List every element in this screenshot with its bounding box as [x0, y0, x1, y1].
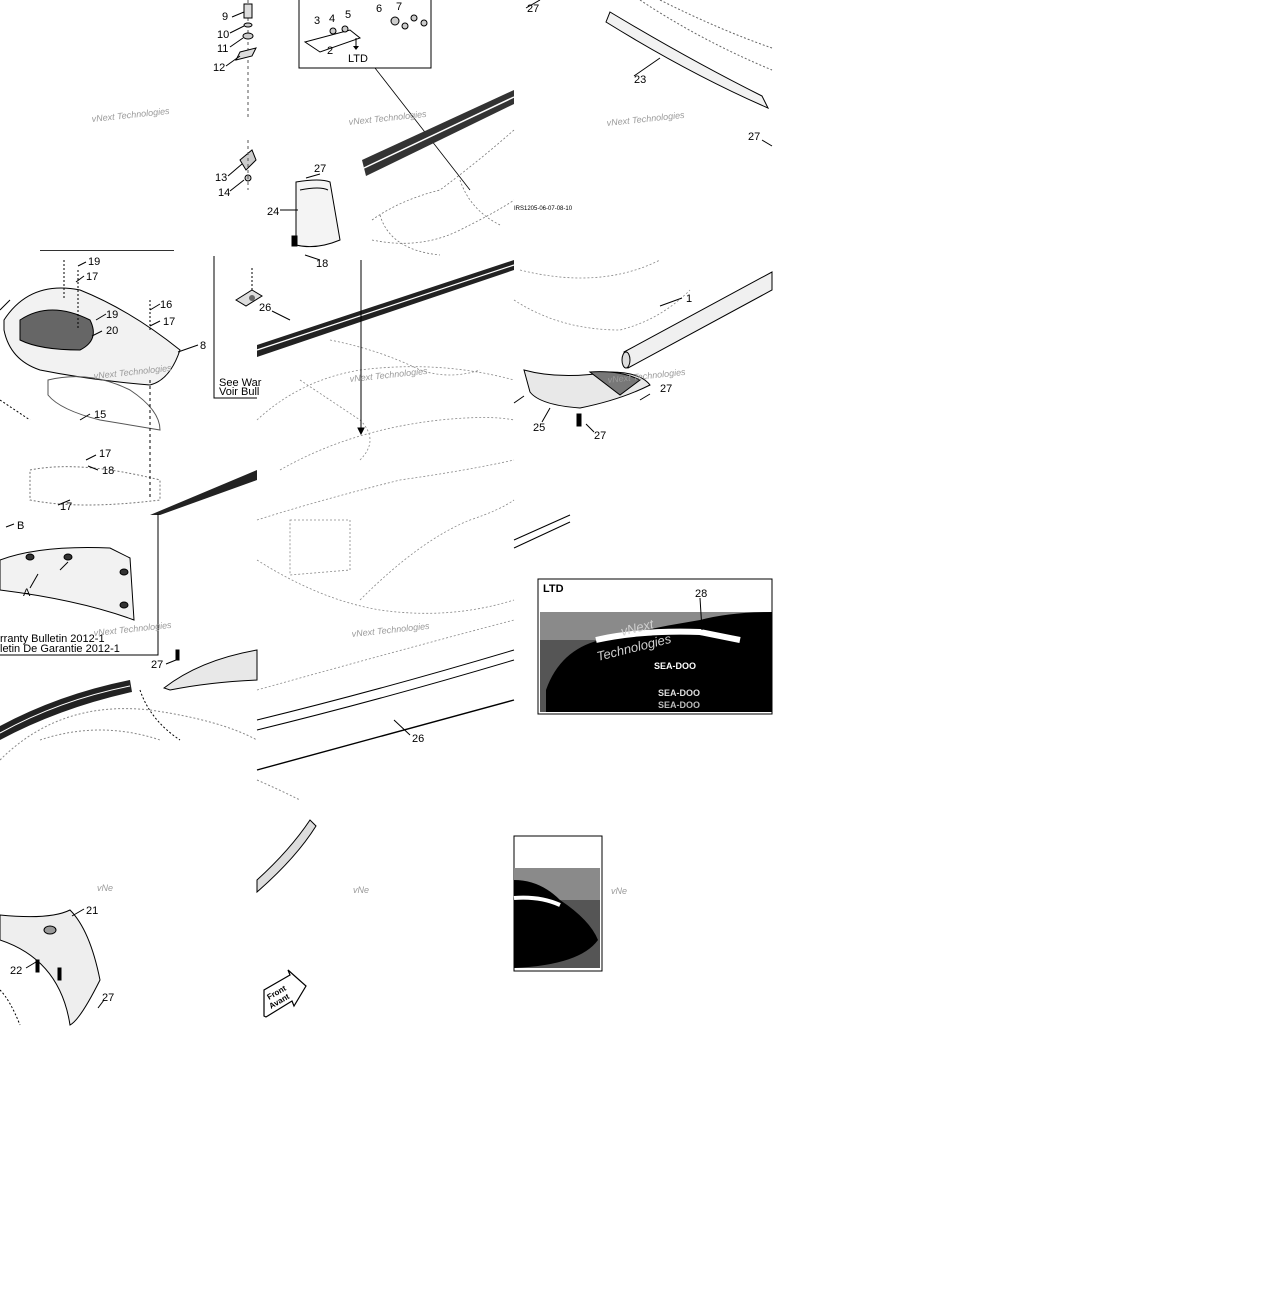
lower-left-rail: [0, 680, 258, 761]
callout-27-b: 27: [314, 163, 326, 175]
callout-28: 28: [695, 588, 707, 600]
callout-21: 21: [86, 905, 98, 917]
brand-text-3: SEA-DOO: [658, 700, 700, 710]
callout-2: 2: [327, 45, 333, 57]
callout-15: 15: [94, 409, 106, 421]
callout-27-top: 27: [527, 3, 539, 15]
part-a-detail-box: [0, 514, 159, 656]
callout-5: 5: [345, 9, 351, 21]
part-27-deflector: [162, 649, 258, 691]
callout-7: 7: [396, 1, 402, 13]
hull-solid-edges: [256, 260, 571, 771]
part-24: [280, 173, 341, 261]
watermark-3: vNext Technologies: [606, 110, 685, 128]
part-25: [513, 369, 651, 433]
callout-26-b: 26: [412, 733, 424, 745]
brand-text-2: SEA-DOO: [658, 688, 700, 698]
callout-17-b: 17: [163, 316, 175, 328]
callout-11: 11: [217, 43, 228, 55]
callout-9: 9: [222, 11, 228, 23]
front-arrow-icon: Front Avant: [263, 969, 307, 1018]
callout-13: 13: [215, 172, 227, 184]
callout-18-b: 18: [102, 465, 114, 477]
callout-20: 20: [106, 325, 118, 337]
watermark-11: vNe: [353, 885, 369, 895]
warranty-bulletin-fr: letin De Garantie 2012-1: [0, 643, 120, 655]
callout-12: 12: [213, 62, 225, 74]
leader-line: [374, 67, 471, 191]
callout-1: 1: [686, 293, 692, 305]
callout-6: 6: [376, 3, 382, 15]
watermark-2: vNext Technologies: [348, 109, 427, 127]
callout-25: 25: [533, 422, 545, 434]
callout-17-a: 17: [86, 271, 98, 283]
callout-b: B: [17, 520, 24, 532]
watermark-12: vNe: [611, 886, 627, 896]
ltd-detail-box: [298, 0, 432, 69]
callout-27-g: 27: [102, 992, 114, 1004]
ltd-cover-photo-fragment: [513, 835, 603, 972]
watermark-1: vNext Technologies: [91, 106, 170, 124]
rail-1: [621, 271, 773, 369]
callout-17-d: 17: [60, 501, 72, 513]
callout-22: 22: [10, 965, 22, 977]
fastener-stack: [225, 0, 257, 192]
bracket-line: [40, 250, 174, 251]
callout-14: 14: [218, 187, 230, 199]
callout-a: A: [23, 587, 31, 599]
callout-23: 23: [634, 74, 646, 86]
brand-text-1: SEA-DOO: [654, 661, 696, 671]
callout-27-f: 27: [151, 659, 163, 671]
hull-outline-upper: [371, 129, 515, 256]
ltd-label-top: LTD: [348, 53, 368, 65]
rail-23: [525, 0, 773, 147]
callout-16: 16: [160, 299, 172, 311]
rub-rail-26: [150, 260, 515, 515]
callout-26-leader: [393, 719, 411, 736]
ltd-label-photo: LTD: [543, 583, 564, 595]
callout-27-e: 27: [660, 383, 672, 395]
callout-27-d: 27: [594, 430, 606, 442]
reference-code: IRS1205-06-07-08-10: [514, 206, 573, 212]
rub-rail-strip: [362, 90, 515, 176]
callout-27-right: 27: [748, 131, 760, 143]
hull-body: [256, 259, 691, 691]
see-warranty-fr: Voir Bull: [219, 386, 259, 398]
warranty-note-box: See War Voir Bull: [213, 256, 262, 399]
callout-17-c: 17: [99, 448, 111, 460]
callout-4: 4: [329, 13, 335, 25]
watermark-7: vNext Technologies: [93, 620, 172, 638]
lower-panel-21: [0, 908, 105, 1026]
watermark-10: vNe: [97, 883, 113, 893]
warranty-bulletin-en: rranty Bulletin 2012-1: [0, 633, 105, 645]
callout-18-a: 18: [316, 258, 328, 270]
see-warranty-en: See War: [219, 377, 262, 389]
watermarks: vNext Technologies vNext Technologies vN…: [91, 106, 686, 896]
callout-24: 24: [267, 206, 279, 218]
callout-26-a: 26: [259, 302, 271, 314]
lower-center-rail: [256, 779, 317, 894]
callout-19-b: 19: [106, 309, 118, 321]
ltd-cover-photo: SEA-DOO SEA-DOO SEA-DOO: [537, 578, 773, 715]
callout-3: 3: [314, 15, 320, 27]
callout-10: 10: [217, 29, 229, 41]
callout-8: 8: [200, 340, 206, 352]
front-storage-assembly: [0, 260, 199, 506]
callout-19-a: 19: [88, 256, 100, 268]
watermark-8: vNext Technologies: [351, 621, 430, 639]
